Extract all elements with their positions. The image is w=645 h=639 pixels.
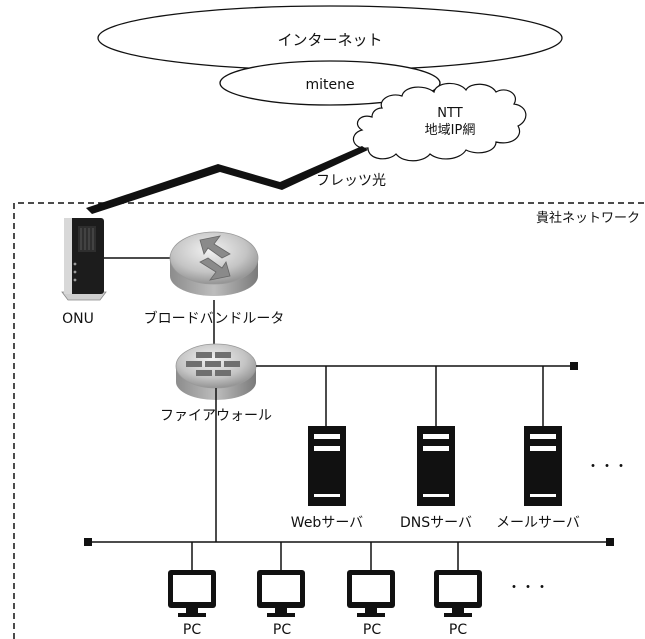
onu-device: ONU	[61, 218, 107, 327]
broadband-router: ブロードバンドルータ	[144, 231, 284, 327]
pc-label: PC	[183, 622, 201, 638]
server-web: Webサーバ	[291, 426, 363, 531]
network-label: 貴社ネットワーク	[536, 210, 640, 226]
lan-segment	[84, 538, 614, 570]
wan-link: フレッツ光	[86, 146, 386, 214]
pc-1: PC	[168, 570, 216, 638]
ntt-label-line2: 地域IP網	[425, 123, 476, 138]
server-mail: メールサーバ	[496, 426, 580, 531]
ntt-cloud: NTT 地域IP網	[352, 82, 527, 162]
onu-label: ONU	[62, 311, 94, 327]
server-more-ellipsis: ・・・	[586, 459, 628, 475]
company-network-boundary: 貴社ネットワーク	[13, 202, 645, 639]
internet-cloud: インターネット	[97, 5, 563, 71]
pc-4: PC	[434, 570, 482, 638]
router-arrows-icon	[199, 235, 231, 281]
server-dns: DNSサーバ	[400, 426, 472, 531]
pc-more-ellipsis: ・・・	[507, 580, 549, 596]
ntt-label-line1: NTT	[437, 106, 462, 121]
isp-label: mitene	[305, 77, 354, 93]
server-label: Webサーバ	[291, 515, 363, 531]
pc-3: PC	[347, 570, 395, 638]
wan-link-label: フレッツ光	[316, 173, 386, 189]
pc-label: PC	[273, 622, 291, 638]
server-label: DNSサーバ	[400, 515, 472, 531]
pc-label: PC	[449, 622, 467, 638]
server-segment	[256, 362, 578, 426]
internet-label: インターネット	[277, 31, 382, 49]
pc-label: PC	[363, 622, 381, 638]
isp-cloud: mitene	[219, 60, 441, 106]
pc-2: PC	[257, 570, 305, 638]
server-label: メールサーバ	[496, 515, 580, 531]
firewall-bricks-icon	[186, 352, 240, 376]
